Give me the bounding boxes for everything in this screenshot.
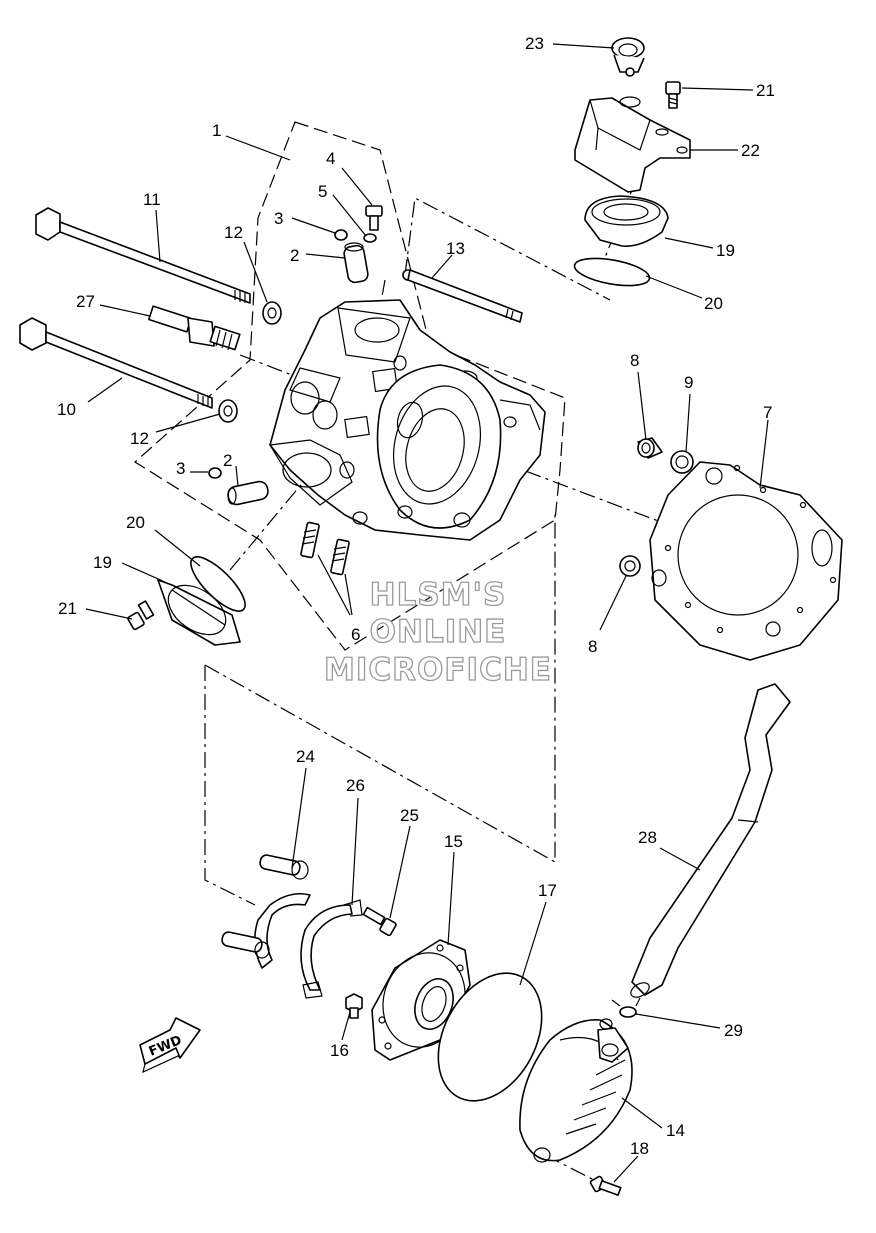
callout-21-left: 21 [58,599,77,618]
cylinder-head [269,299,546,541]
callout-15: 15 [444,832,463,851]
callout-14: 14 [666,1121,685,1140]
callout-1: 1 [212,121,221,140]
callout-21-top: 21 [756,81,775,100]
bolt-part-4 [365,205,383,231]
callout-18: 18 [630,1139,649,1158]
callout-3-lower: 3 [176,459,185,478]
callout-13: 13 [446,239,465,258]
callout-2-lower: 2 [223,451,232,470]
callout-24: 24 [296,747,315,766]
leader-lines [85,43,769,1183]
cover-gasket-part-15 [371,939,471,1061]
o-ring-part-20-top [573,257,651,287]
callout-labels: 1 4 5 3 2 11 12 13 27 10 12 3 2 20 19 21… [57,34,775,1158]
spark-plug-part-27 [148,305,241,351]
stud-part-6-left [300,521,320,559]
callout-9: 9 [684,373,693,392]
watermark: HLSM'S ONLINE MICROFICHE [323,576,552,688]
o-ring-part-20-left [190,556,246,612]
callout-28: 28 [638,828,657,847]
callout-20-left: 20 [126,513,145,532]
forward-direction-arrow-icon: FWD [139,1017,201,1074]
head-cover-part-14 [519,1018,633,1163]
callout-16: 16 [330,1041,349,1060]
washer-part-12-lower [218,399,238,423]
dowel-part-8-lower [619,555,641,577]
callout-19-left: 19 [93,553,112,572]
o-ring-part-3-lower [208,467,222,479]
head-assembly-dashed-outline [134,121,566,651]
ring-plate-part-26 [300,899,363,999]
bolt-part-16 [345,993,363,1019]
washer-part-12-upper [262,301,282,325]
hose-part-28 [630,683,791,998]
callout-12-lower: 12 [130,429,149,448]
watermark-line-2: ONLINE [370,614,507,650]
watermark-line-3: MICROFICHE [324,652,552,688]
dowel-part-8-upper [637,437,663,459]
cover-left-guide-line [204,665,256,906]
callout-4: 4 [326,149,335,168]
callout-3-upper: 3 [274,209,283,228]
bolt-part-18 [589,1175,622,1196]
hose-clamp-part-23 [611,37,645,77]
head-gasket-part-7 [649,461,843,661]
callout-23: 23 [525,34,544,53]
clip-part-29 [611,997,641,1018]
dowel-pin-part-2-upper [343,242,369,284]
callout-19-top: 19 [716,241,735,260]
callout-6: 6 [351,625,360,644]
callout-22: 22 [741,141,760,160]
callout-29: 29 [724,1021,743,1040]
callout-10: 10 [57,400,76,419]
stud-bolt-part-11 [35,207,251,304]
thermostat-cover-part-19-top [584,195,669,248]
callout-11: 11 [143,190,161,209]
callout-25: 25 [400,806,419,825]
bolt-part-21-left [127,600,155,631]
callout-27: 27 [76,292,95,311]
callout-2-upper: 2 [290,246,299,265]
callout-20-top: 20 [704,294,723,313]
callout-12-upper: 12 [224,223,243,242]
callout-5: 5 [318,182,327,201]
dowel-pin-part-2-lower [227,480,269,506]
stud-part-13 [402,269,523,323]
stud-part-6-right [330,538,350,576]
callout-8-lower: 8 [588,637,597,656]
collar-part-9 [670,450,694,474]
callout-7: 7 [763,403,772,422]
callout-26: 26 [346,776,365,795]
watermark-line-1: HLSM'S [370,577,507,613]
bolt-part-25 [362,906,397,937]
bolt-part-21-top [665,81,681,109]
o-ring-part-3-upper [334,229,348,241]
callout-17: 17 [538,881,557,900]
top-right-guide-line [404,197,611,301]
callout-8-upper: 8 [630,351,639,370]
plate-part-24 [221,854,311,969]
left-cover-guide-line [229,479,306,571]
bolt-part-10 [19,317,213,409]
bracket-part-22 [574,96,691,193]
washer-part-5 [363,233,377,243]
